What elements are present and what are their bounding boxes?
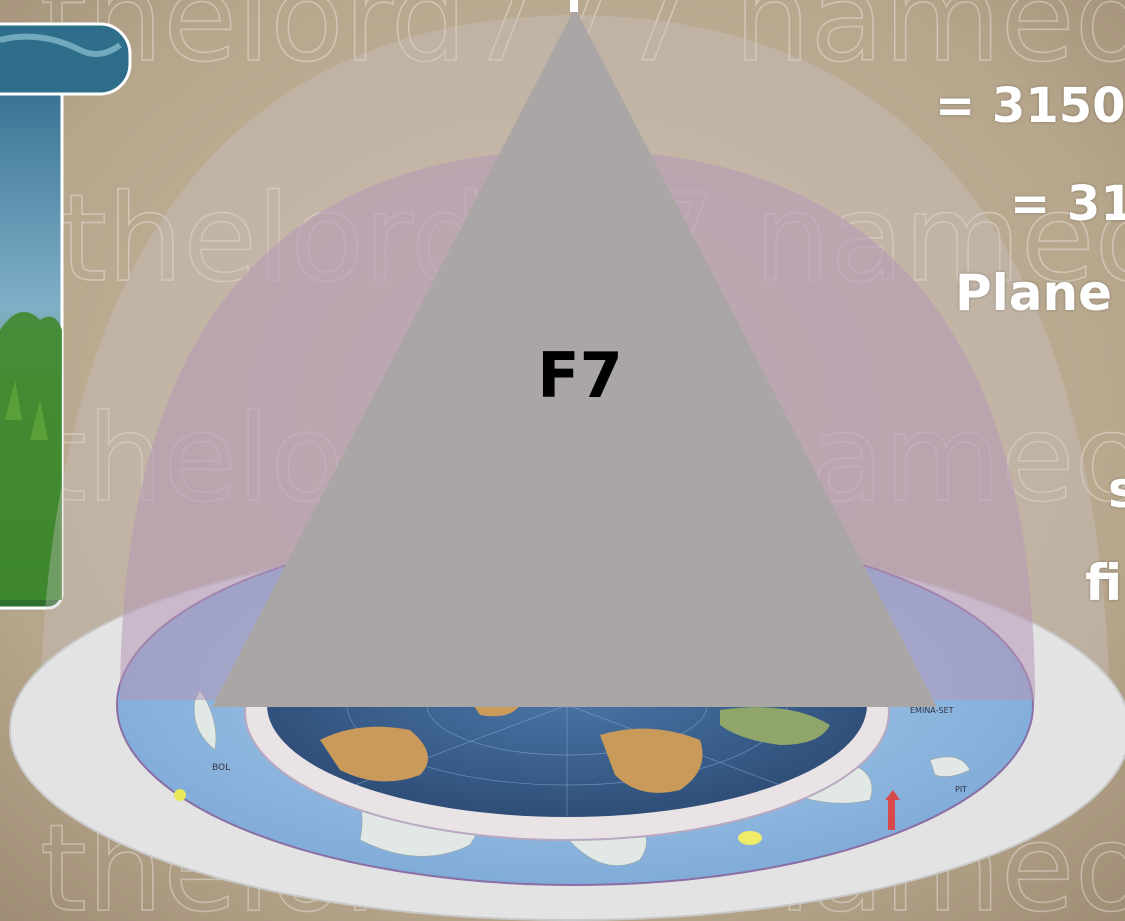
right-text-line-4: s xyxy=(1108,461,1125,519)
arrow-icon xyxy=(885,790,900,830)
pyramid-label: F7 xyxy=(537,339,623,412)
map-label-pit: PIT xyxy=(955,785,967,794)
pyramid xyxy=(212,8,937,707)
top-marker xyxy=(570,0,578,12)
right-text-line-5: fi xyxy=(1085,554,1123,612)
map-label-east: EMINA-SET xyxy=(910,706,954,715)
right-text-line-3: Plane xyxy=(955,264,1113,322)
map-marker xyxy=(174,789,186,801)
right-text-line-1: = 3150 xyxy=(935,78,1125,134)
map-marker xyxy=(738,831,762,845)
right-text-line-2: = 31 xyxy=(1010,176,1125,232)
continents xyxy=(320,696,830,793)
map-label-bol: BOL xyxy=(212,763,230,773)
landscape-painting-panel xyxy=(0,22,132,610)
